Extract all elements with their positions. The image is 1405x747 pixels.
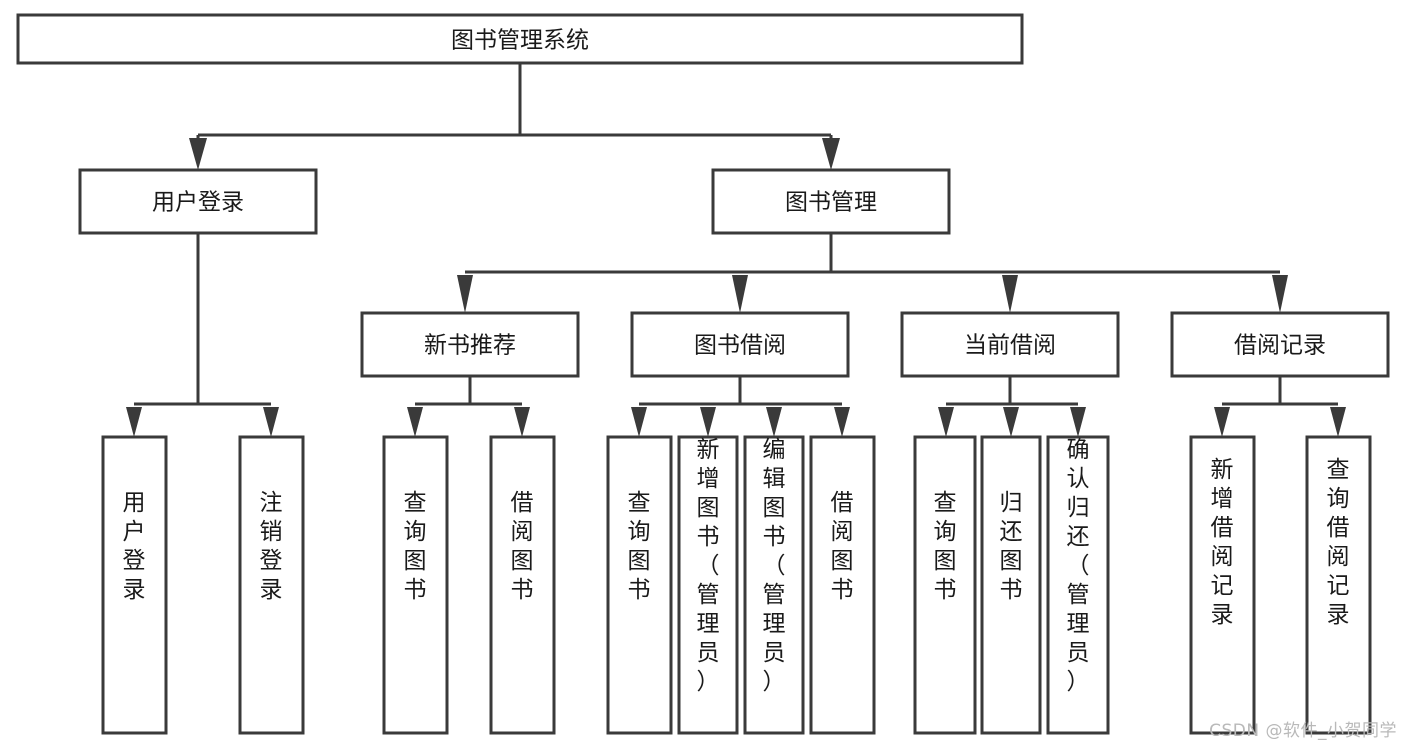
node-user-login-label: 用户登录 (152, 190, 244, 216)
leaf-bb-add-box[interactable] (677, 435, 739, 735)
leaf-cb-return-box[interactable] (980, 435, 1042, 735)
leaf-cb-return-label: 归还图书 (1000, 490, 1023, 603)
leaf-bb-query-label: 查询图书 (628, 490, 651, 603)
connector-group-root (189, 63, 840, 170)
leaf-bb-borrow-label: 借阅图书 (831, 490, 854, 603)
leaf-node-user-login[interactable]: 用户登录 (101, 435, 168, 735)
arrow-head-icon (700, 407, 716, 437)
arrow-head-icon (1003, 407, 1019, 437)
arrow-head-icon (457, 275, 473, 313)
node-book-manage-label: 图书管理 (785, 190, 877, 216)
arrow-head-icon (189, 138, 207, 170)
node-user-login[interactable]: 用户登录 (78, 168, 318, 235)
node-current-borrow-label: 当前借阅 (964, 333, 1056, 359)
arrow-head-icon (1272, 275, 1288, 313)
leaf-br-add-box[interactable] (1189, 435, 1256, 735)
arrow-head-icon (732, 275, 748, 313)
connector-group-current-borrow (938, 376, 1086, 437)
node-book-borrow[interactable]: 图书借阅 (630, 311, 850, 378)
leaf-logout-box[interactable] (238, 435, 305, 735)
leaf-bb-edit-label: 编辑图书（管理员） (763, 437, 786, 695)
leaf-nb-query-label: 查询图书 (404, 490, 427, 603)
leaf-node-nb-query[interactable]: 查询图书 (382, 435, 449, 735)
leaf-user-login-box[interactable] (101, 435, 168, 735)
leaf-node-cb-confirm[interactable]: 确认归还（管理员） (1046, 435, 1110, 735)
node-new-book-recommend-box[interactable] (360, 311, 580, 378)
connector-group-book-borrow (631, 376, 850, 437)
connector-group-book-manage (457, 233, 1288, 313)
arrow-head-icon (1214, 407, 1230, 437)
leaf-node-bb-query[interactable]: 查询图书 (606, 435, 673, 735)
leaf-bb-borrow-box[interactable] (809, 435, 876, 735)
node-user-login-box[interactable] (78, 168, 318, 235)
leaf-node-br-add[interactable]: 新增借阅记录 (1189, 435, 1256, 735)
arrow-head-icon (631, 407, 647, 437)
connector-group-new-book (407, 376, 530, 437)
node-book-borrow-box[interactable] (630, 311, 850, 378)
arrow-head-icon (938, 407, 954, 437)
connector-group-user-login (126, 233, 279, 437)
leaf-node-logout[interactable]: 注销登录 (238, 435, 305, 735)
arrow-head-icon (1330, 407, 1346, 437)
leaf-bb-edit-box[interactable] (743, 435, 805, 735)
leaf-br-query-box[interactable] (1305, 435, 1372, 735)
leaf-node-cb-return[interactable]: 归还图书 (980, 435, 1042, 735)
leaf-bb-add-label: 新增图书（管理员） (697, 437, 720, 695)
node-book-manage[interactable]: 图书管理 (711, 168, 951, 235)
arrow-head-icon (126, 407, 142, 437)
connector-group-borrow-record (1214, 376, 1346, 437)
leaf-node-cb-query[interactable]: 查询图书 (913, 435, 977, 735)
leaf-nb-borrow-box[interactable] (489, 435, 556, 735)
node-new-book-recommend-label: 新书推荐 (424, 333, 516, 359)
node-new-book-recommend[interactable]: 新书推荐 (360, 311, 580, 378)
arrow-head-icon (834, 407, 850, 437)
leaf-logout-label: 注销登录 (260, 490, 283, 603)
node-borrow-record-box[interactable] (1170, 311, 1390, 378)
leaf-node-nb-borrow[interactable]: 借阅图书 (489, 435, 556, 735)
node-borrow-record-label: 借阅记录 (1234, 333, 1326, 359)
arrow-head-icon (1070, 407, 1086, 437)
leaf-cb-confirm-label: 确认归还（管理员） (1067, 437, 1090, 695)
leaf-node-bb-add[interactable]: 新增图书（管理员） (677, 435, 739, 735)
node-root[interactable]: 图书管理系统 (16, 13, 1024, 65)
node-borrow-record[interactable]: 借阅记录 (1170, 311, 1390, 378)
leaf-user-login-label: 用户登录 (123, 490, 146, 603)
leaf-cb-confirm-box[interactable] (1046, 435, 1110, 735)
node-book-borrow-label: 图书借阅 (694, 333, 786, 359)
node-book-manage-box[interactable] (711, 168, 951, 235)
leaf-nb-borrow-label: 借阅图书 (511, 490, 534, 603)
leaf-br-add-label: 新增借阅记录 (1211, 457, 1234, 628)
arrow-head-icon (1002, 275, 1018, 313)
arrow-head-icon (263, 407, 279, 437)
node-current-borrow[interactable]: 当前借阅 (900, 311, 1120, 378)
node-root-label: 图书管理系统 (451, 28, 589, 54)
leaf-cb-query-label: 查询图书 (934, 490, 957, 603)
leaf-nb-query-box[interactable] (382, 435, 449, 735)
leaf-node-bb-borrow[interactable]: 借阅图书 (809, 435, 876, 735)
leaf-node-br-query[interactable]: 查询借阅记录 (1305, 435, 1372, 735)
arrow-head-icon (766, 407, 782, 437)
leaf-node-bb-edit[interactable]: 编辑图书（管理员） (743, 435, 805, 735)
leaf-bb-query-box[interactable] (606, 435, 673, 735)
arrow-head-icon (407, 407, 423, 437)
node-root-box[interactable] (16, 13, 1024, 65)
node-current-borrow-box[interactable] (900, 311, 1120, 378)
arrow-head-icon (514, 407, 530, 437)
leaf-cb-query-box[interactable] (913, 435, 977, 735)
leaf-br-query-label: 查询借阅记录 (1327, 457, 1350, 628)
arrow-head-icon (822, 138, 840, 170)
